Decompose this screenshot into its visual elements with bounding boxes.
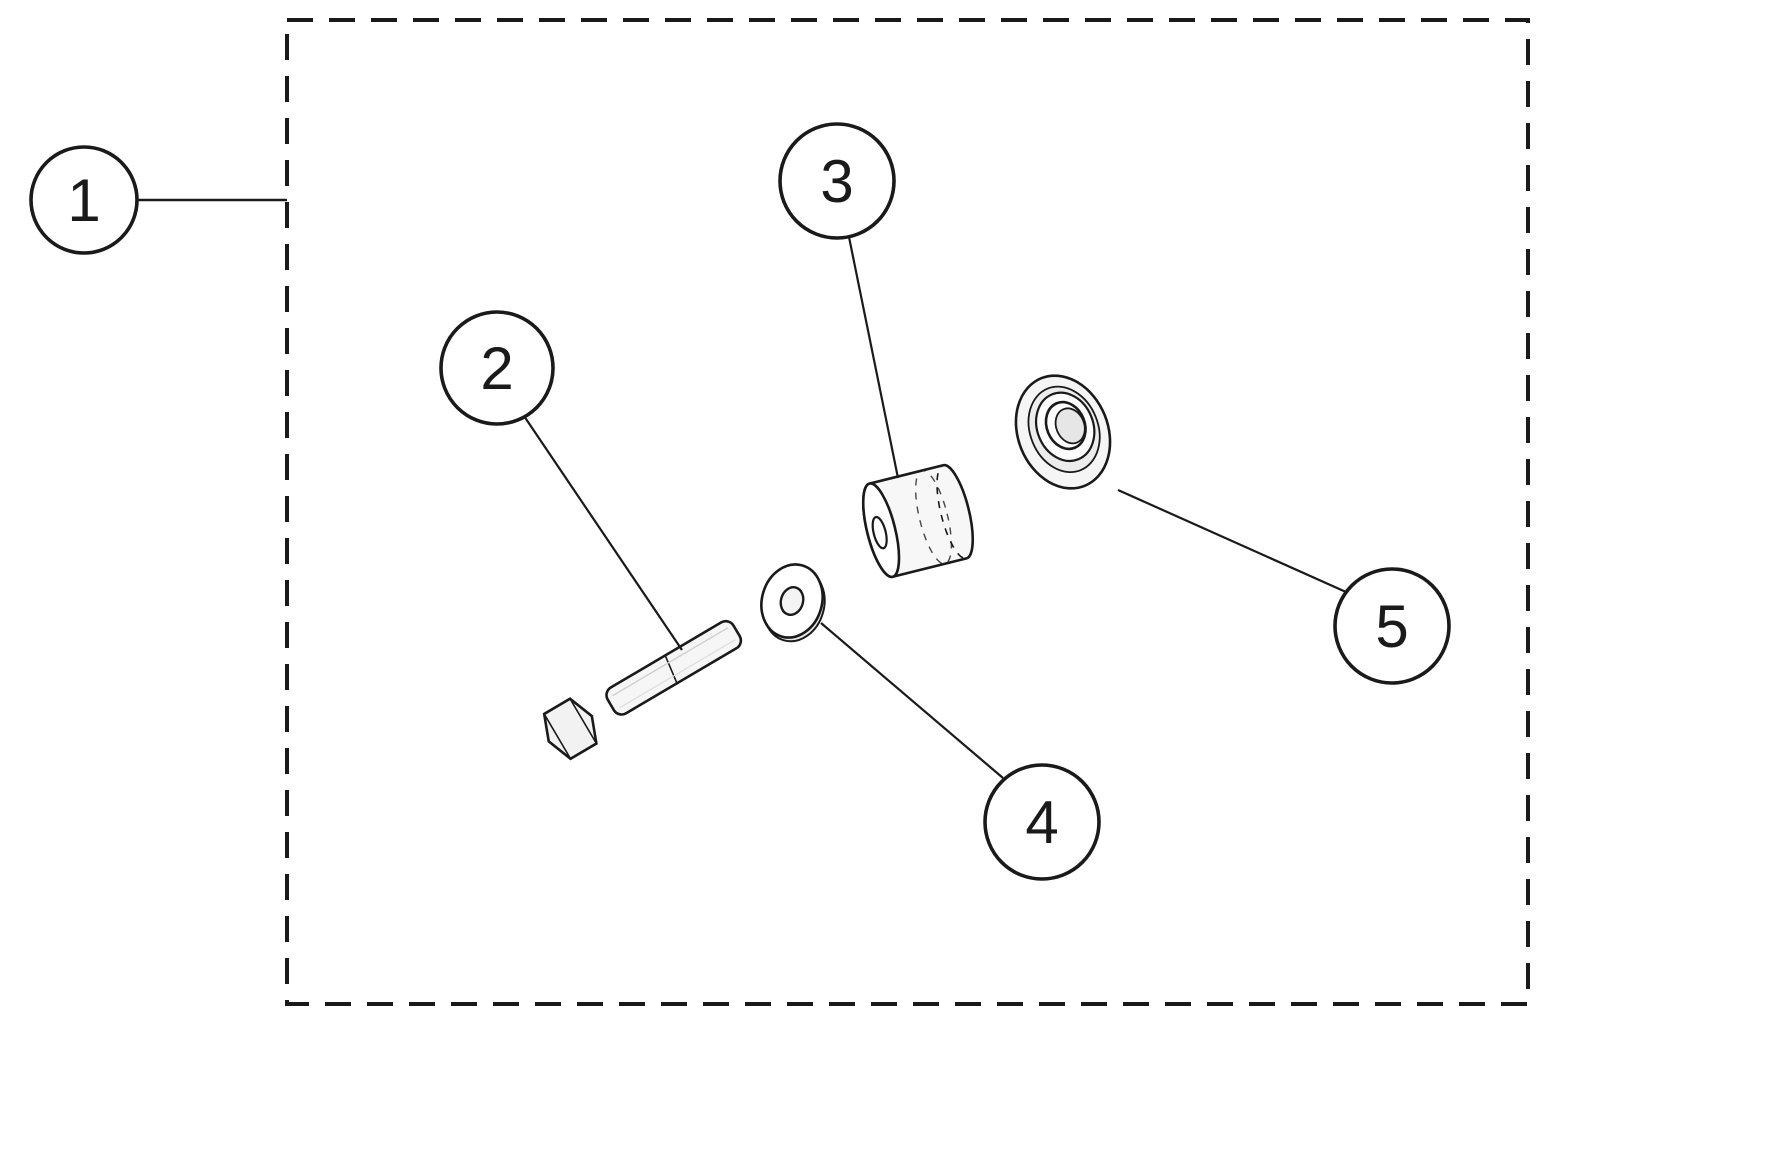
flanged-washer (1014, 374, 1112, 490)
callout-4-label: 4 (1025, 789, 1058, 856)
callout-2-circle (439, 310, 555, 426)
bolt-shaft-highlight (612, 627, 729, 697)
callout-3-label: 3 (820, 148, 853, 215)
bolt-shaft (605, 619, 743, 716)
hex-bolt (542, 619, 743, 761)
callout-3-circle (778, 122, 896, 240)
callout-4-circle (983, 763, 1101, 881)
callout-1-circle (29, 145, 139, 255)
assembly-boundary (285, 18, 1530, 1006)
bushing-bore (871, 515, 888, 550)
callout-1-label: 1 (67, 167, 100, 234)
washer-hole (779, 586, 805, 616)
bushing-groove-hidden (914, 469, 953, 565)
callout-5-circle (1333, 567, 1451, 685)
callout-3-leader (847, 236, 900, 479)
callout-5: 5 (1117, 488, 1451, 685)
callout-3: 3 (778, 122, 900, 479)
callout-1: 1 (29, 145, 287, 255)
callout-2: 2 (439, 310, 683, 651)
bushing (861, 463, 975, 579)
callout-5-label: 5 (1375, 593, 1408, 660)
bolt-head-facet-left (543, 713, 572, 760)
callout-2-leader (523, 415, 683, 651)
callout-4-leader (820, 622, 1004, 779)
callout-4: 4 (820, 622, 1101, 881)
bolt-shaft-shading (619, 639, 736, 709)
bushing-hidden-edge (936, 464, 974, 560)
bolt-head-facet-right (569, 698, 598, 744)
bolt-hex-head (542, 697, 598, 761)
callout-5-leader (1117, 488, 1347, 594)
callout-2-label: 2 (480, 335, 513, 402)
flange-bore-depth (1054, 407, 1086, 445)
flat-washer (760, 563, 826, 643)
bolt-thread-boundary (664, 655, 678, 684)
